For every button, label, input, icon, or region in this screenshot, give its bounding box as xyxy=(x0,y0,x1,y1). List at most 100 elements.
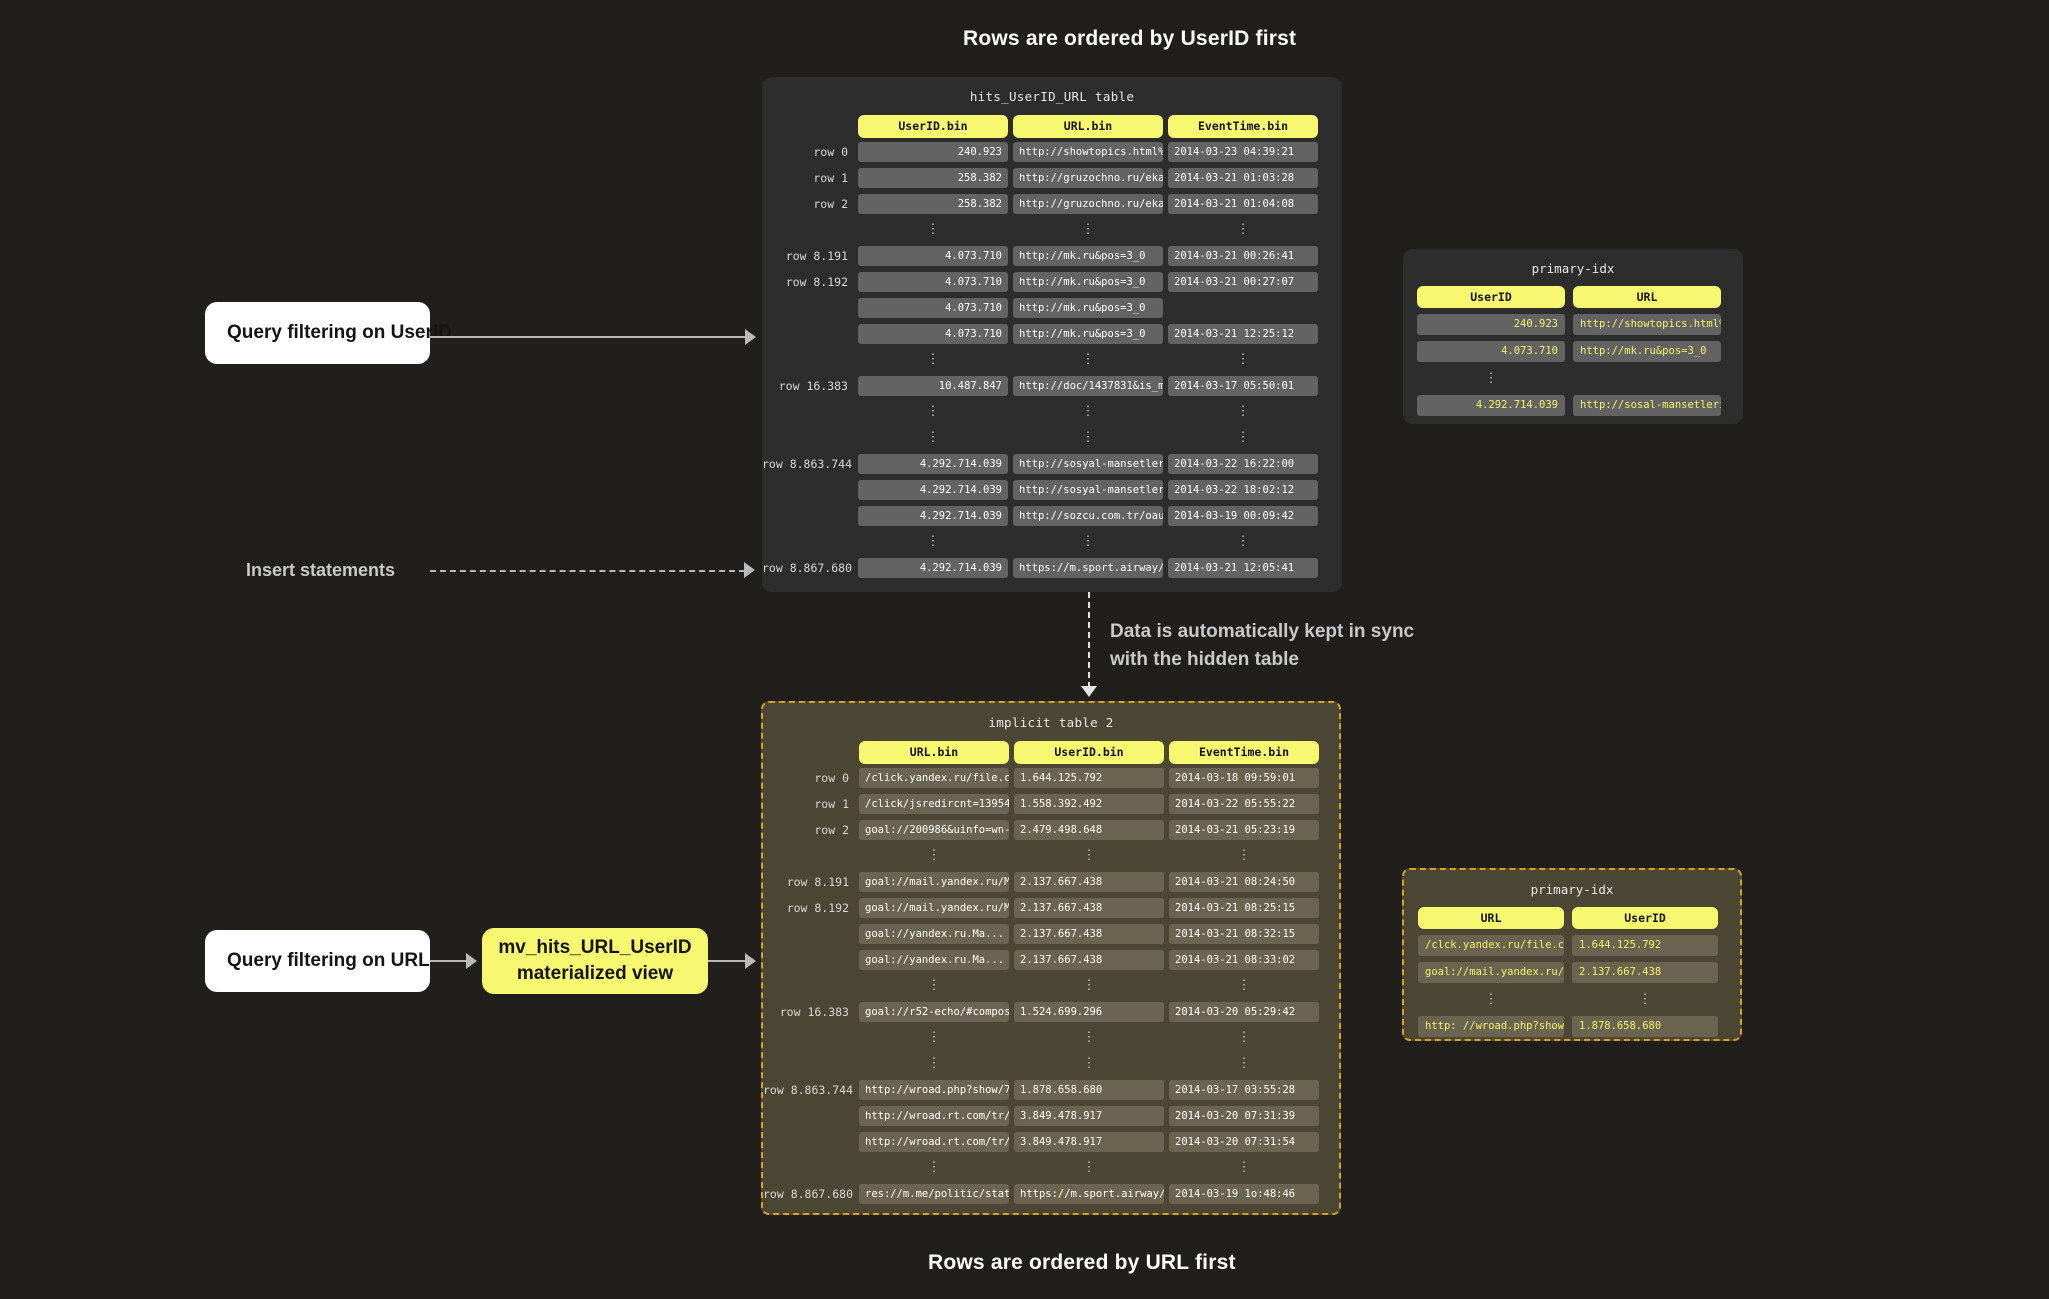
table-cell: /click/jsredircnt=1395412... xyxy=(859,794,1009,814)
arrow-head-url-query xyxy=(466,953,477,969)
ellipsis-cell xyxy=(1169,1158,1319,1178)
row-label: row 8.863.744 xyxy=(762,457,853,471)
arrow-line-mv-to-table xyxy=(708,960,747,962)
bottom-table-title: implicit table 2 xyxy=(988,715,1114,730)
sync-line-2: with the hidden table xyxy=(1110,648,1299,670)
column-header-3[interactable]: EventTime.bin xyxy=(1169,740,1319,764)
ellipsis-cell xyxy=(1014,976,1164,996)
table-cell: 2.137.667.438 xyxy=(1014,898,1164,918)
index-header-row: UserID URL xyxy=(1417,286,1729,308)
ellipsis-cell xyxy=(1013,428,1163,448)
table-cell: 4.073.710 xyxy=(858,272,1008,292)
table-cell: 10.487.847 xyxy=(858,376,1008,396)
index-column-header-1[interactable]: URL xyxy=(1418,907,1564,929)
ellipsis-cell xyxy=(1014,1158,1164,1178)
column-header-1[interactable]: URL.bin xyxy=(859,740,1009,764)
table-cell: res://m.me/politic/stati... xyxy=(859,1184,1009,1204)
table-cell: 3.849.478.917 xyxy=(1014,1106,1164,1126)
index-row: http: //wroad.php?show/7...1.878.658.680 xyxy=(1418,1016,1726,1037)
query-filtering-url-callout[interactable]: Query filtering on URL xyxy=(205,930,430,992)
mv-name-label: mv_hits_URL_UserID xyxy=(498,937,692,959)
index-column-header-1[interactable]: UserID xyxy=(1417,286,1565,308)
ellipsis-cell xyxy=(1014,1054,1164,1074)
table-row: http://wroad.rt.com/tr/...3.849.478.9172… xyxy=(763,1106,1339,1126)
index-row: /clck.yandex.ru/file.com...1.644.125.792 xyxy=(1418,935,1726,956)
index-row: 240.923http://showtopics.html%3... xyxy=(1417,314,1729,335)
table-cell: 2014-03-17 05:50:01 xyxy=(1168,376,1318,396)
index-row: 4.292.714.039http://sosal-mansetleri... xyxy=(1417,395,1729,416)
row-label: row 8.191 xyxy=(785,249,848,263)
index-cell: 1.644.125.792 xyxy=(1572,935,1718,956)
table-cell: http://mk.ru&pos=3_0 xyxy=(1013,324,1163,344)
sync-connector-line xyxy=(1088,592,1090,688)
query-userid-label: Query filtering on UserID xyxy=(227,322,452,343)
index-ellipsis-cell xyxy=(1572,989,1718,1010)
table-cell: 2014-03-21 08:24:50 xyxy=(1169,872,1319,892)
ellipsis-row xyxy=(763,976,1339,996)
ellipsis-cell xyxy=(859,1054,1009,1074)
sync-connector-arrowhead xyxy=(1081,686,1097,697)
table-cell: http://wroad.rt.com/tr/... xyxy=(859,1106,1009,1126)
row-label: row 1 xyxy=(813,171,848,185)
index-cell: http://sosal-mansetleri... xyxy=(1573,395,1721,416)
table-cell: 2014-03-20 07:31:39 xyxy=(1169,1106,1319,1126)
index-cell: 240.923 xyxy=(1417,314,1565,335)
ellipsis-cell xyxy=(1013,350,1163,370)
table-cell: goal://r52-echo/#compose... xyxy=(859,1002,1009,1022)
column-header-3[interactable]: EventTime.bin xyxy=(1168,114,1318,138)
table-cell: 2014-03-20 07:31:54 xyxy=(1169,1132,1319,1152)
table-cell: 4.073.710 xyxy=(858,324,1008,344)
table-cell: http://mk.ru&pos=3_0 xyxy=(1013,298,1163,318)
table-cell: 4.073.710 xyxy=(858,246,1008,266)
column-header-2[interactable]: URL.bin xyxy=(1013,114,1163,138)
table-cell: https://m.sport.airway/? xyxy=(1014,1184,1164,1204)
ellipsis-row xyxy=(763,1028,1339,1048)
column-header-1[interactable]: UserID.bin xyxy=(858,114,1008,138)
index-ellipsis-cell xyxy=(1573,368,1721,389)
materialized-view-callout[interactable]: mv_hits_URL_UserID materialized view xyxy=(482,928,708,994)
row-label: row 2 xyxy=(813,197,848,211)
ellipsis-cell xyxy=(1013,220,1163,240)
index-ellipsis-row xyxy=(1418,989,1726,1010)
index-column-header-2[interactable]: UserID xyxy=(1572,907,1718,929)
ellipsis-cell xyxy=(1013,402,1163,422)
table-cell: 2014-03-17 03:55:28 xyxy=(1169,1080,1319,1100)
table-cell: 2014-03-20 05:29:42 xyxy=(1169,1002,1319,1022)
table-row: row 1258.382http://gruzochno.ru/ekat...2… xyxy=(762,168,1342,188)
ellipsis-cell xyxy=(1014,1028,1164,1048)
table-cell: 4.292.714.039 xyxy=(858,506,1008,526)
table-cell: 2014-03-19 00:09:42 xyxy=(1168,506,1318,526)
table-row: row 0240.923http://showtopics.html%3...2… xyxy=(762,142,1342,162)
arrow-line-userid-query xyxy=(430,336,747,338)
ellipsis-cell xyxy=(1169,1028,1319,1048)
table-cell: goal://yandex.ru.Ma... xyxy=(859,950,1009,970)
mv-type-label: materialized view xyxy=(516,963,674,984)
table-cell: 3.849.478.917 xyxy=(1014,1132,1164,1152)
query-filtering-userid-callout[interactable]: Query filtering on UserID xyxy=(205,302,452,364)
table-cell: 2.479.498.648 xyxy=(1014,820,1164,840)
table-cell: http://mk.ru&pos=3_0 xyxy=(1013,272,1163,292)
table-cell: goal://mail.yandex.ru/Ma... xyxy=(859,898,1009,918)
index-cell: http: //wroad.php?show/7... xyxy=(1418,1016,1564,1037)
index-row: goal://mail.yandex.ru/Ma...2.137.667.438 xyxy=(1418,962,1726,983)
table-cell: 2014-03-21 01:03:28 xyxy=(1168,168,1318,188)
query-url-label: Query filtering on URL xyxy=(227,950,430,971)
table-cell: 1.878.658.680 xyxy=(1014,1080,1164,1100)
column-header-2[interactable]: UserID.bin xyxy=(1014,740,1164,764)
table-cell: 2014-03-21 08:33:02 xyxy=(1169,950,1319,970)
table-cell: 2014-03-21 05:23:19 xyxy=(1169,820,1319,840)
table-cell: http://gruzochno.ru/ekat... xyxy=(1013,168,1163,188)
index-column-header-2[interactable]: URL xyxy=(1573,286,1721,308)
ellipsis-row xyxy=(762,220,1342,240)
insert-statements-label: Insert statements xyxy=(246,560,396,580)
